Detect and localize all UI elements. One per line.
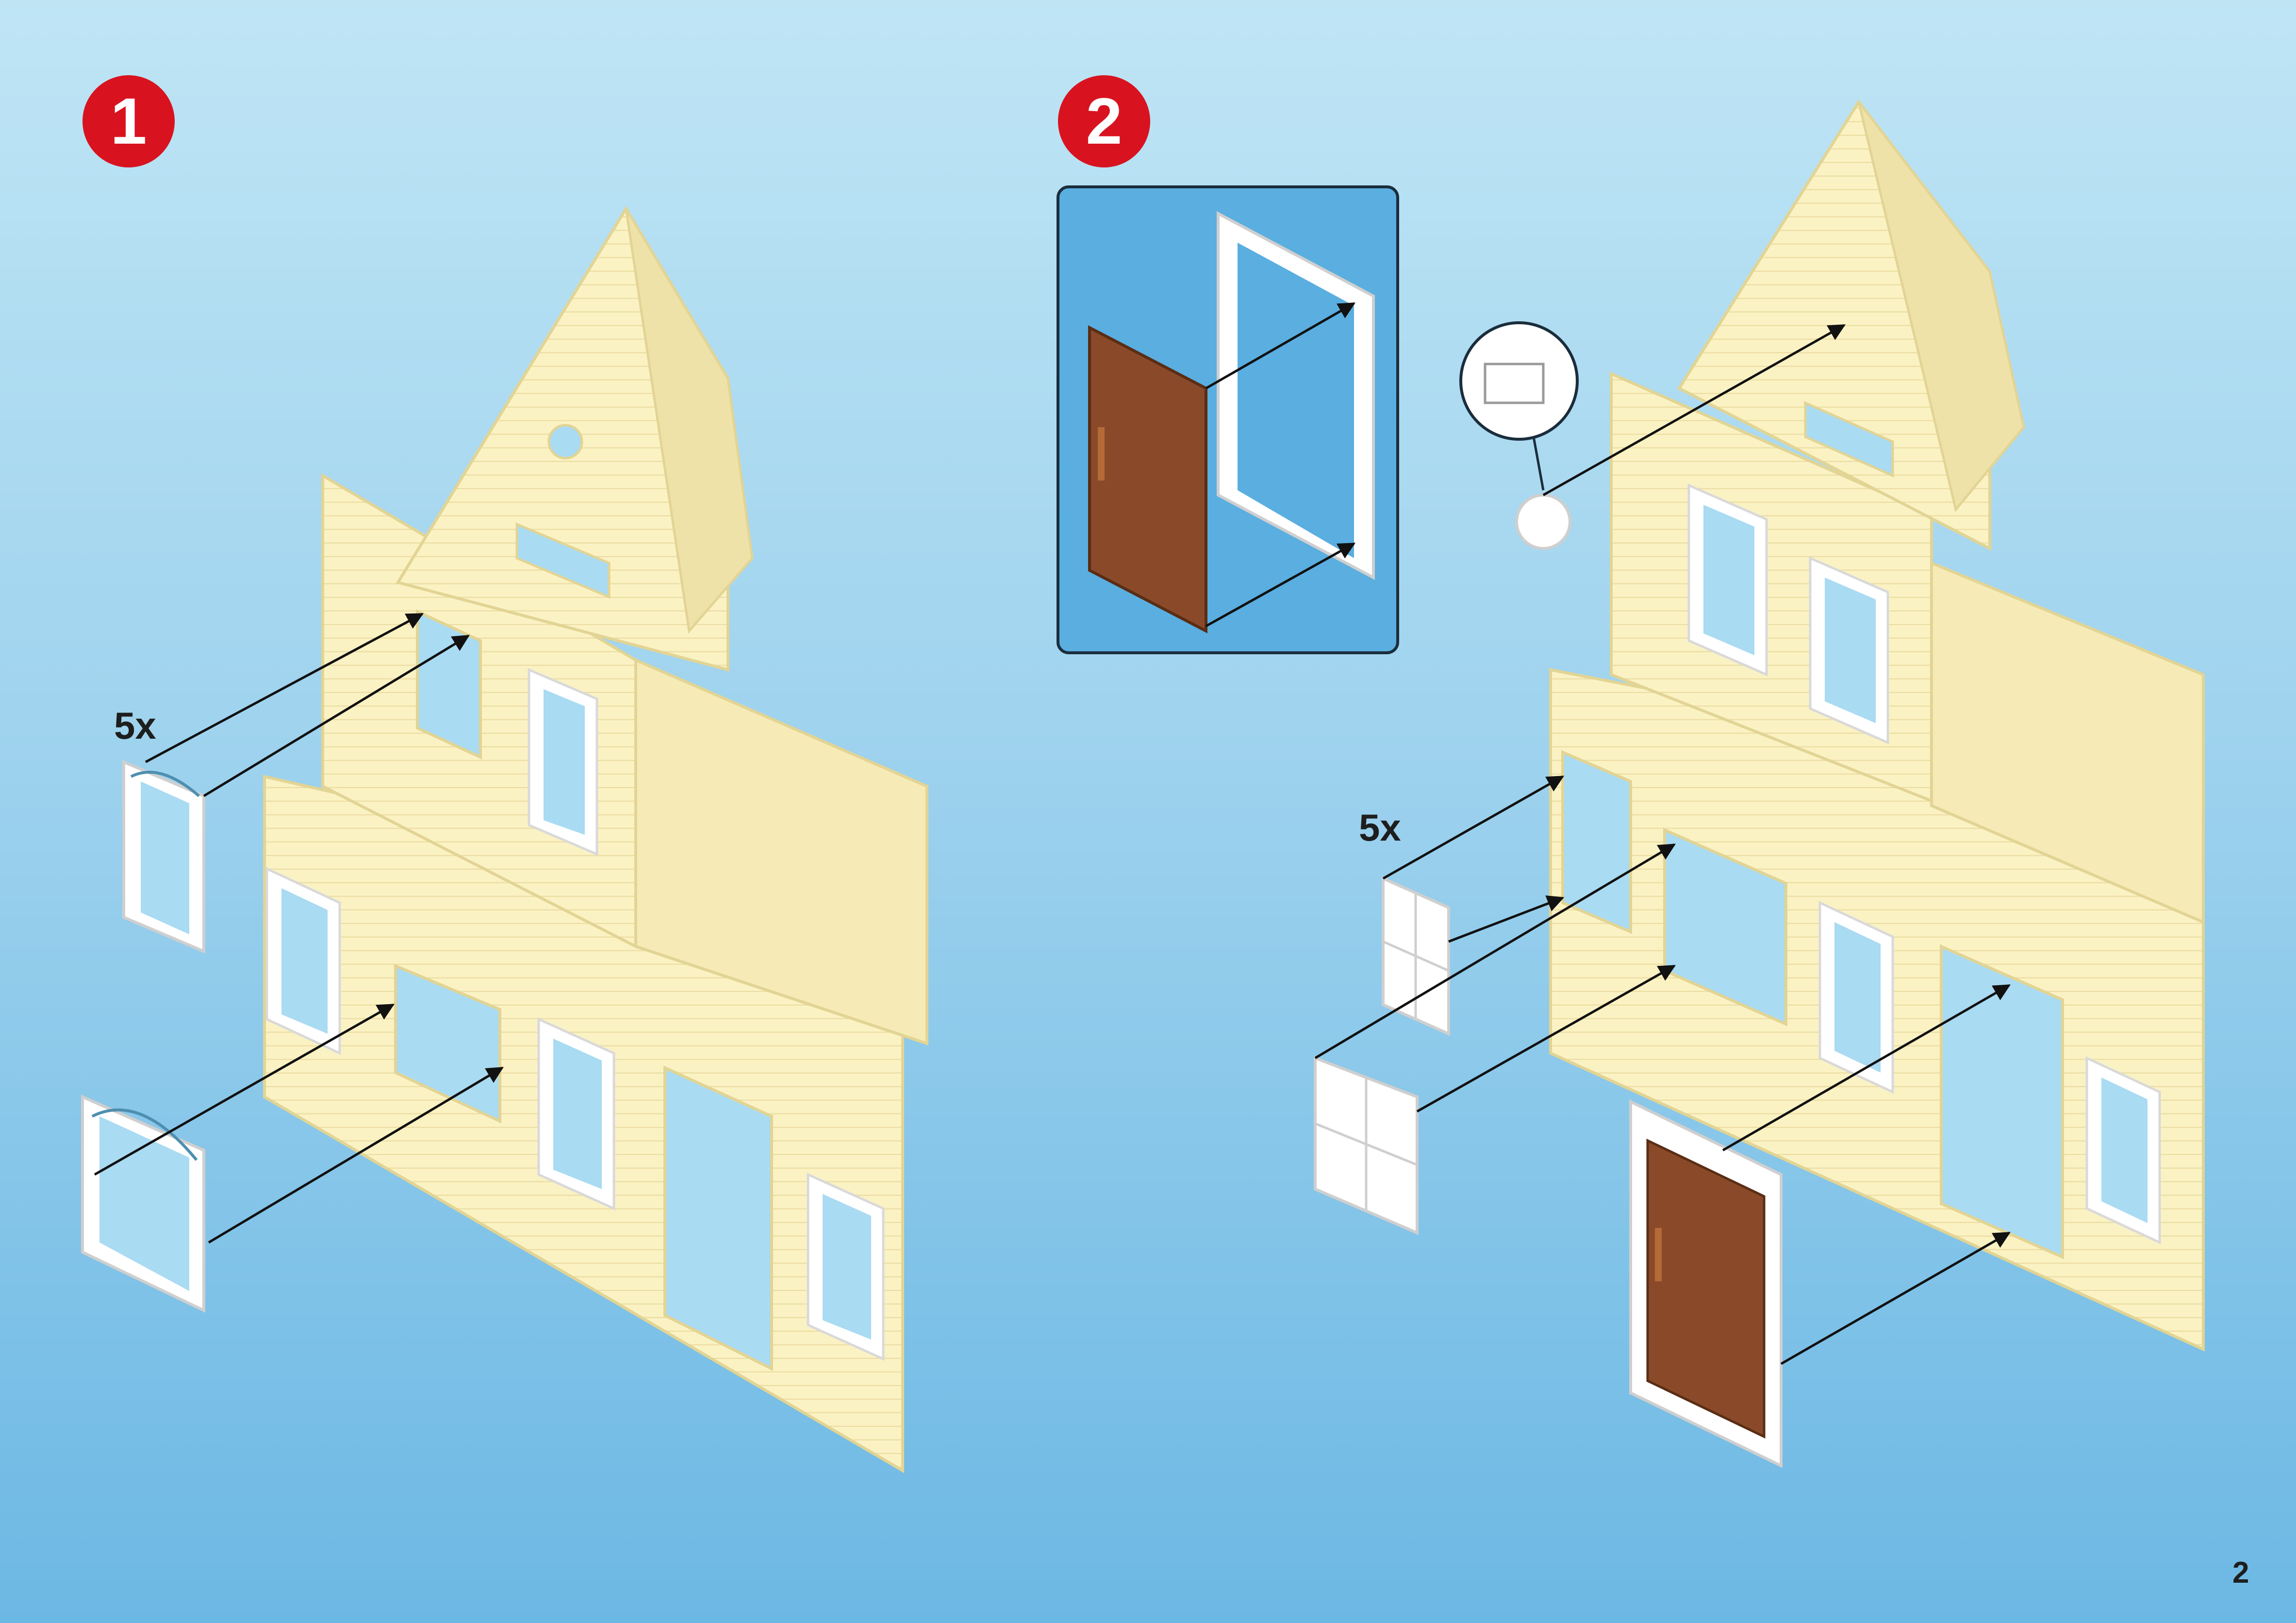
step-2-badge: 2 xyxy=(1058,75,1150,167)
step2-magnifier-detail xyxy=(1461,323,1577,548)
step2-door-loose xyxy=(1631,1102,1781,1466)
step-2-quantity-label: 5x xyxy=(1359,806,1401,850)
page-number: 2 xyxy=(2232,1556,2249,1590)
step1-window-loose-bottom xyxy=(83,1097,204,1310)
step-1-quantity-label: 5x xyxy=(114,704,156,748)
step1-wall xyxy=(264,209,927,1471)
step-1-badge: 1 xyxy=(83,75,175,167)
step1-window-loose-top xyxy=(124,762,204,951)
step2-window-loose-wide xyxy=(1315,1058,1417,1233)
step2-door-inset xyxy=(1058,187,1398,653)
